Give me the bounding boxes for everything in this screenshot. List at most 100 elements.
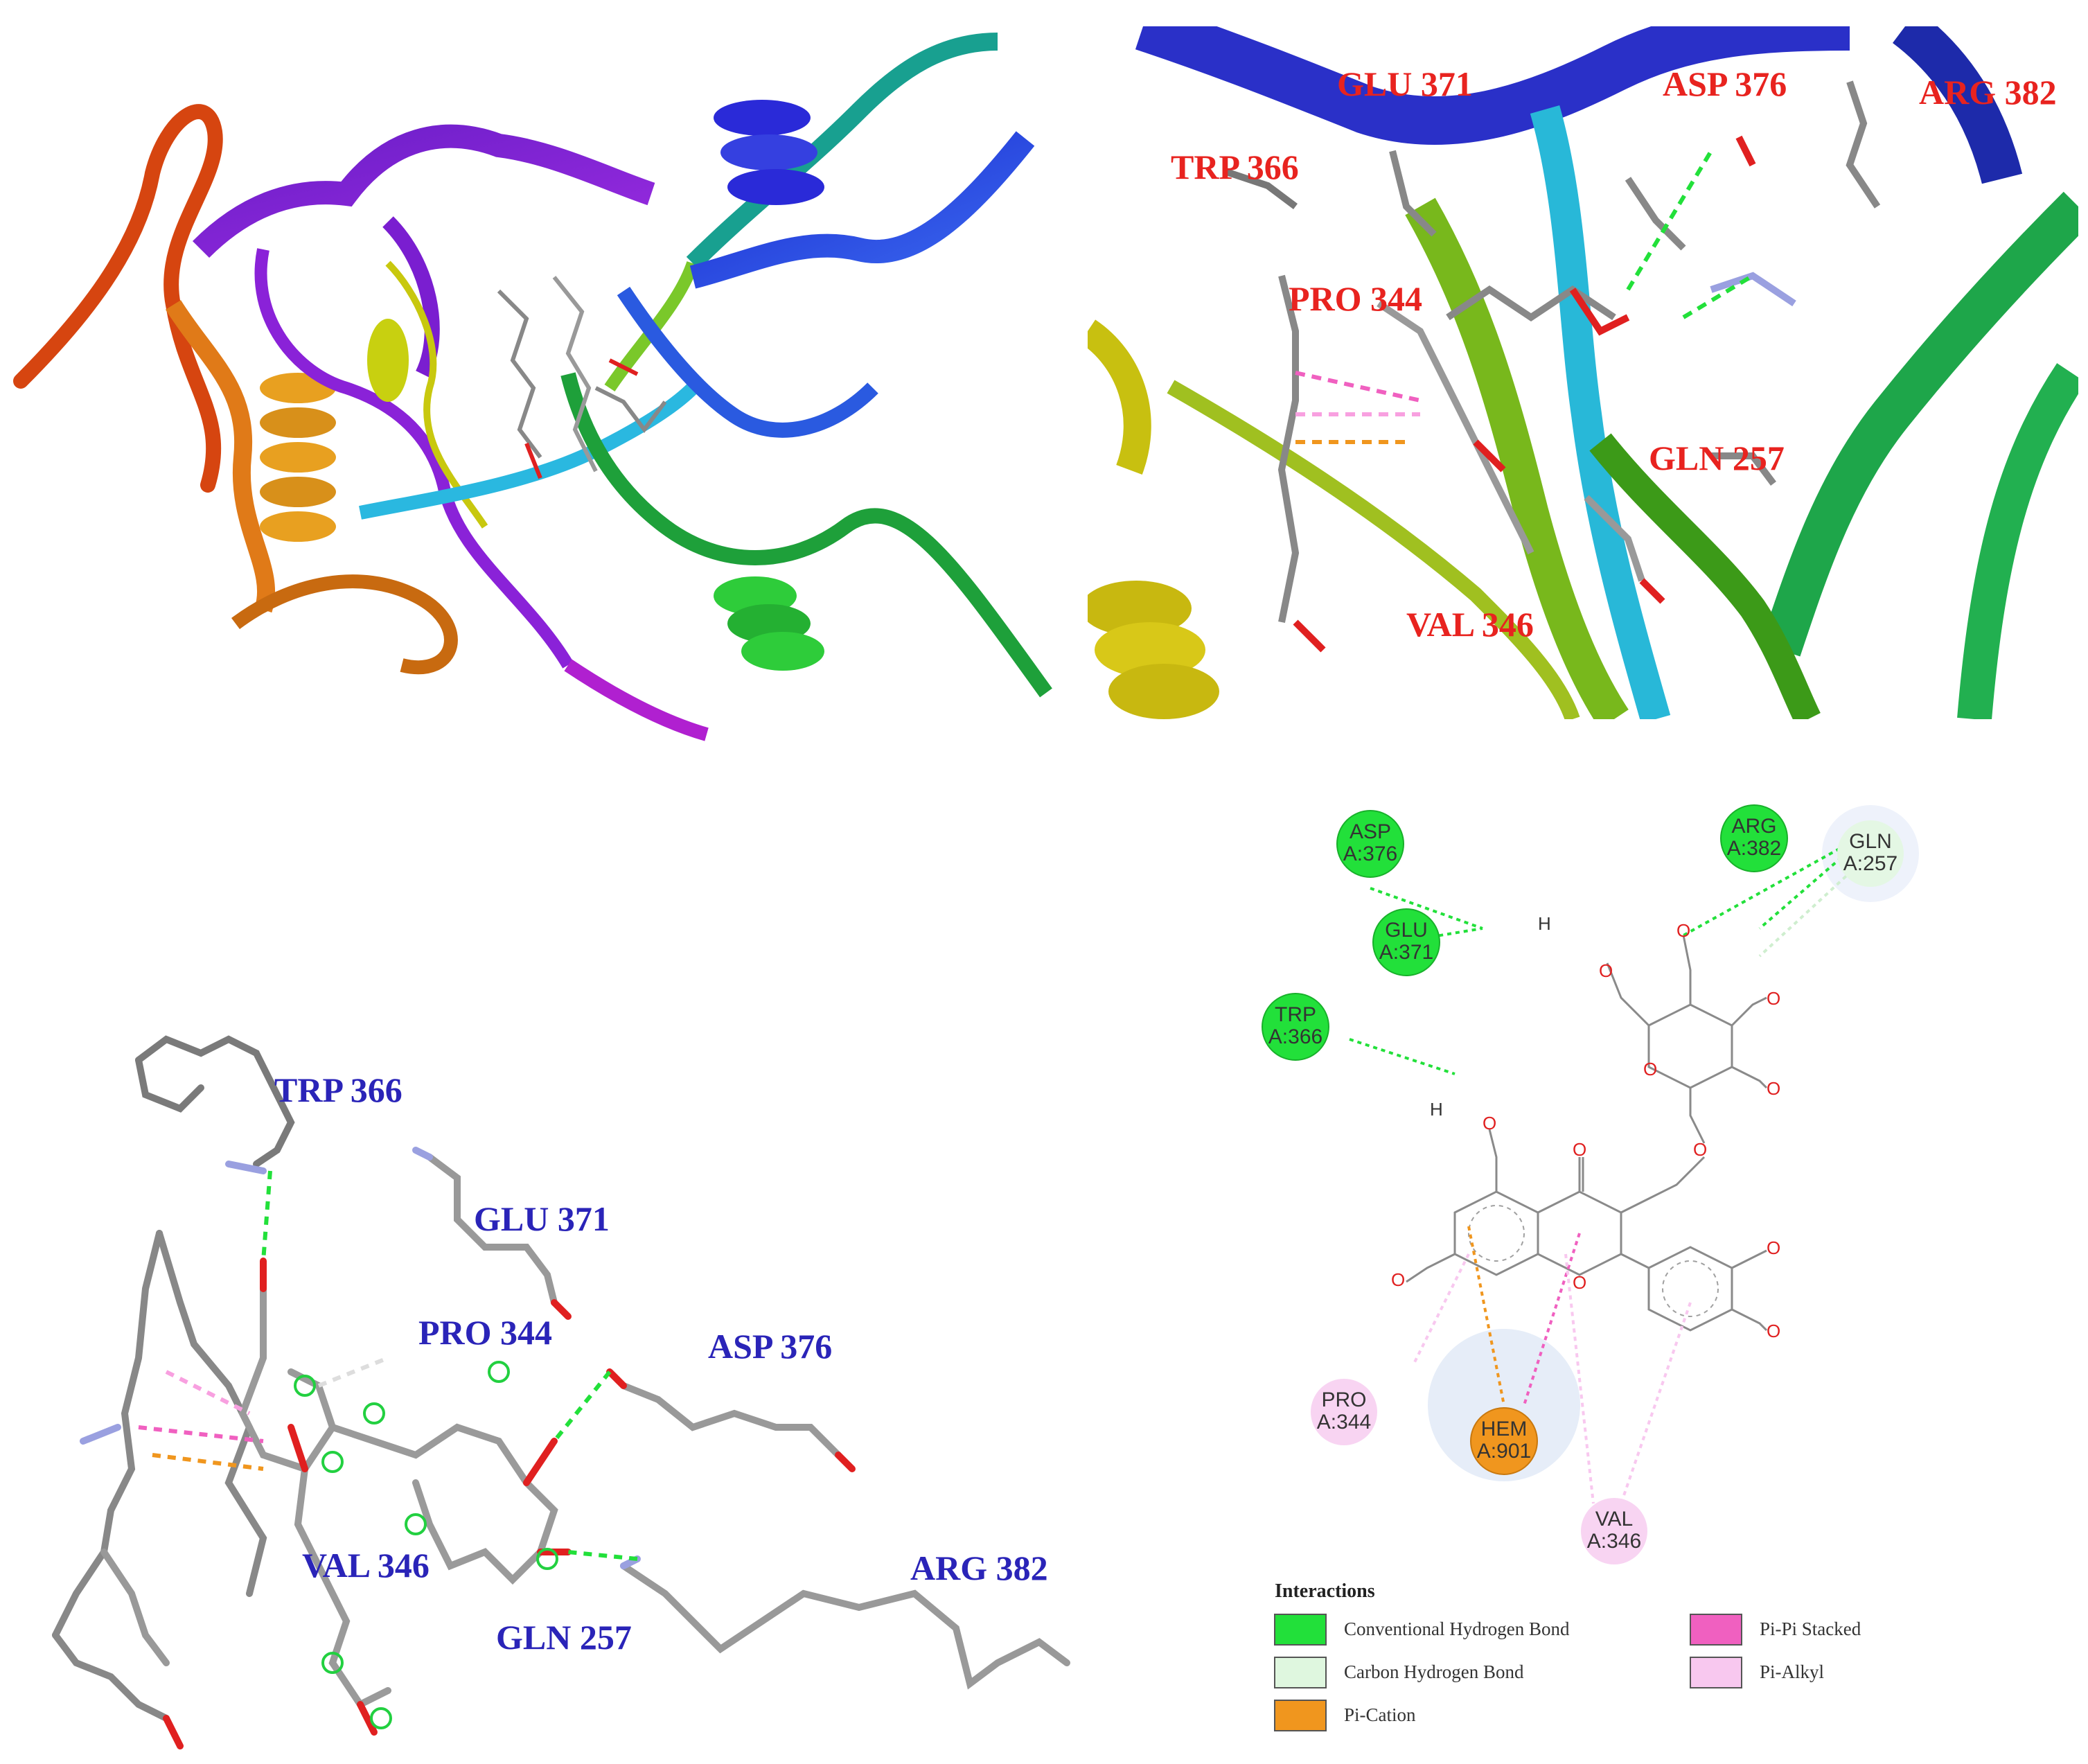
- panel-binding-site-closeup: GLU 371 ASP 376 ARG 382 TRP 366 PRO 344 …: [1088, 26, 2078, 719]
- stick-model-render: TRP 366 GLU 371 PRO 344 ASP 376 VAL 346 …: [52, 1035, 1070, 1749]
- svg-text:GLU: GLU: [1385, 919, 1428, 942]
- h-atom-markers: [294, 1361, 558, 1729]
- svg-text:H: H: [1430, 1099, 1443, 1120]
- ligand-sticks: [497, 276, 667, 479]
- residue-trp366: TRP A:366: [1262, 993, 1329, 1061]
- aromatic-rings: [1468, 1205, 1719, 1317]
- legend-title: Interactions: [1275, 1580, 1375, 1602]
- svg-text:Carbon Hydrogen Bond: Carbon Hydrogen Bond: [1344, 1661, 1524, 1682]
- svg-text:A:257: A:257: [1843, 852, 1897, 875]
- label-val346: VAL 346: [302, 1546, 430, 1585]
- svg-text:ASP: ASP: [1350, 820, 1391, 843]
- label-arg382: ARG 382: [1919, 73, 2057, 112]
- residue-asp376: ASP A:376: [1336, 810, 1404, 878]
- pi-alkyl-pro344: [1412, 1253, 1470, 1366]
- svg-text:Pi-Cation: Pi-Cation: [1344, 1704, 1416, 1725]
- residue-pro344: PRO A:344: [1311, 1379, 1377, 1445]
- hbond-asp376: [1370, 887, 1483, 930]
- ribbon-green-helix: [714, 576, 824, 671]
- hbond-trp366: [1349, 1038, 1456, 1075]
- svg-text:A:371: A:371: [1379, 941, 1433, 964]
- hem-halo: [1428, 1329, 1580, 1481]
- svg-text:O: O: [1693, 1139, 1707, 1160]
- ribbon-blue-strand: [617, 286, 878, 438]
- ribbon-red-strand: [13, 104, 223, 493]
- svg-text:Pi-Pi Stacked: Pi-Pi Stacked: [1760, 1619, 1861, 1639]
- svg-text:H: H: [1538, 913, 1551, 934]
- protein-ribbon-render: [13, 33, 1052, 741]
- svg-text:A:366: A:366: [1268, 1025, 1322, 1048]
- ribbon-orange-strand: [165, 300, 276, 613]
- svg-text:O: O: [1391, 1269, 1405, 1290]
- svg-text:A:376: A:376: [1343, 843, 1397, 865]
- ribbon-blue-helix: [1135, 26, 1850, 145]
- svg-text:O: O: [1573, 1139, 1586, 1160]
- svg-text:A:901: A:901: [1477, 1440, 1531, 1463]
- svg-text:A:346: A:346: [1587, 1530, 1641, 1553]
- svg-text:O: O: [1676, 920, 1690, 941]
- ribbon-blue-helix-right: [689, 131, 1035, 289]
- ribbon-cyan-strand: [1530, 105, 1671, 719]
- ribbon-cyan-strand: [359, 382, 698, 520]
- svg-text:A:344: A:344: [1317, 1411, 1371, 1434]
- residue-val346: VAL A:346: [1581, 1498, 1647, 1564]
- legend-item-pi-cation: Pi-Cation: [1274, 1700, 1416, 1731]
- residue-glu371: GLU A:371: [1372, 908, 1440, 976]
- ligand-sticks: [1225, 80, 1881, 653]
- legend-item-carbon-hbond: Carbon Hydrogen Bond: [1274, 1657, 1524, 1688]
- svg-text:O: O: [1767, 1237, 1780, 1258]
- pi-cation-hem: [1467, 1226, 1505, 1406]
- svg-text:Conventional Hydrogen Bond: Conventional Hydrogen Bond: [1344, 1619, 1570, 1639]
- svg-text:O: O: [1767, 988, 1780, 1009]
- panel-protein-overview: [0, 0, 1081, 748]
- ribbon-blue-helix-top: [714, 100, 824, 205]
- ribbon-purple-helix-mid: [382, 216, 440, 378]
- svg-text:Pi-Alkyl: Pi-Alkyl: [1760, 1661, 1824, 1682]
- svg-text:O: O: [1767, 1321, 1780, 1341]
- ribbon-purple-helix-top: [192, 124, 655, 258]
- interaction-dashes: [138, 1170, 638, 1561]
- ribbon-yellow-helix: [1088, 581, 1219, 719]
- panel-2d-interaction-diagram: O H O O O O O O O H O O O O ASP A:376 AR…: [1081, 755, 2088, 1764]
- ribbon-yellow-loop: [1088, 319, 1151, 475]
- residue-gln257: GLN A:257: [1837, 820, 1904, 887]
- svg-text:PRO: PRO: [1321, 1388, 1366, 1411]
- svg-text:VAL: VAL: [1595, 1508, 1633, 1531]
- binding-site-render: GLU 371 ASP 376 ARG 382 TRP 366 PRO 344 …: [1088, 26, 2078, 719]
- label-asp376: ASP 376: [708, 1327, 832, 1366]
- residue-hem901: HEM A:901: [1470, 1407, 1538, 1475]
- ribbon-orange-loop: [231, 574, 458, 675]
- label-asp376: ASP 376: [1663, 64, 1787, 103]
- svg-text:HEM: HEM: [1481, 1418, 1528, 1440]
- label-gln257: GLN 257: [1649, 439, 1785, 477]
- ribbon-green-sheet-2: [1957, 363, 2078, 719]
- svg-text:ARG: ARG: [1731, 815, 1776, 838]
- label-val346: VAL 346: [1406, 605, 1534, 644]
- label-pro344: PRO 344: [1289, 279, 1422, 318]
- legend-item-pi-alkyl: Pi-Alkyl: [1690, 1657, 1824, 1688]
- svg-text:O: O: [1483, 1113, 1496, 1134]
- legend-item-conventional-hbond: Conventional Hydrogen Bond: [1274, 1614, 1570, 1646]
- label-gln257: GLN 257: [496, 1618, 632, 1657]
- ribbon-green-sheet: [1760, 191, 2078, 657]
- ribbon-purple-loop: [254, 248, 574, 669]
- svg-text:A:382: A:382: [1727, 837, 1781, 860]
- atom-labels: O H O O O O O O O H O O O O: [1391, 913, 1780, 1341]
- label-pro344: PRO 344: [418, 1313, 552, 1352]
- label-glu371: GLU 371: [1337, 64, 1473, 103]
- pi-alkyl-val346-b: [1620, 1302, 1692, 1504]
- svg-text:O: O: [1599, 960, 1613, 981]
- ribbon-yellow-helix: [367, 319, 409, 402]
- ribbon-green-strand: [560, 372, 1052, 698]
- ribbon-green-strand: [1589, 433, 1821, 719]
- label-trp366: TRP 366: [274, 1070, 402, 1109]
- residue-arg382: ARG A:382: [1720, 804, 1788, 872]
- svg-text:GLN: GLN: [1849, 830, 1892, 853]
- panel-3d-interactions: TRP 366 GLU 371 PRO 344 ASP 376 VAL 346 …: [0, 762, 1081, 1764]
- label-arg382: ARG 382: [910, 1549, 1048, 1587]
- interactions-legend: Interactions Conventional Hydrogen Bond …: [1274, 1580, 1861, 1731]
- pi-stacked-hem: [1523, 1233, 1581, 1406]
- ribbon-olive-strand: [1167, 380, 1580, 719]
- interaction-diagram-2d: O H O O O O O O O H O O O O ASP A:376 AR…: [1262, 804, 1919, 1731]
- ribbon-blue-helix-right: [1892, 26, 2023, 184]
